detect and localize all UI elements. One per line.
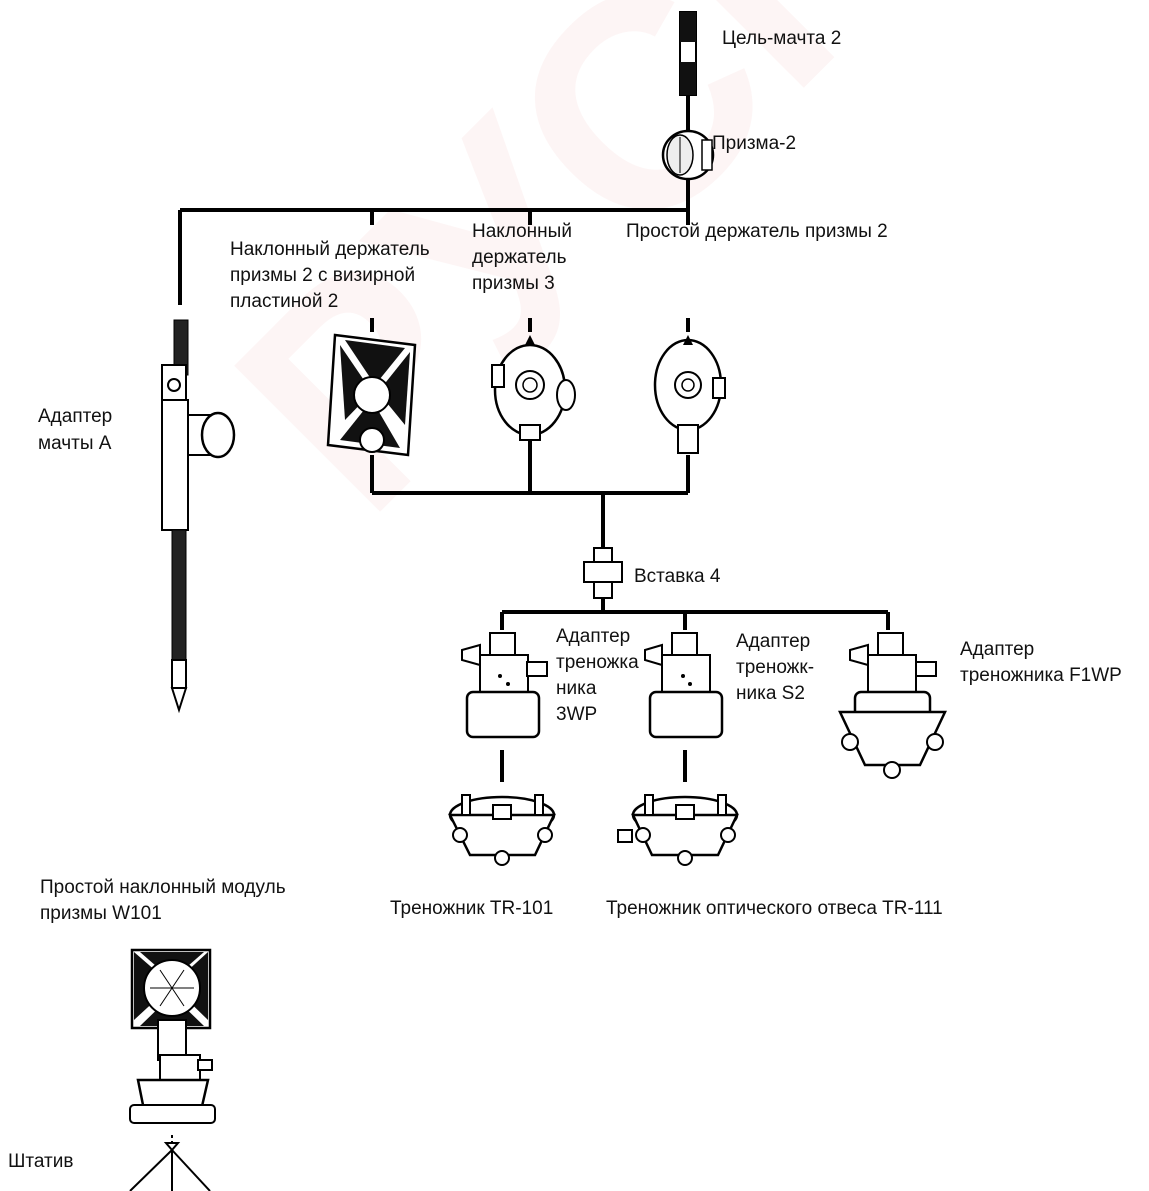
label-adapter-f1wp-line2: треножника F1WP bbox=[960, 665, 1122, 686]
tribrach-adapter-3wp-icon bbox=[461, 632, 548, 739]
label-tilt-holder3-line2: держатель bbox=[472, 247, 567, 268]
label-adapter-s2-line1: Адаптер bbox=[736, 631, 811, 652]
label-tilt-holder3-line3: призмы 3 bbox=[472, 273, 555, 294]
label-adapter-3wp-line2: треножка bbox=[556, 652, 639, 673]
label-pole-adapter-line2: мачты А bbox=[38, 433, 112, 454]
label-adapter-3wp-line3: ника bbox=[556, 678, 597, 699]
label-insert: Вставка 4 bbox=[634, 566, 721, 587]
tripod-icon bbox=[129, 1135, 211, 1191]
insert-icon bbox=[583, 547, 623, 599]
tilt-module-w101-icon bbox=[129, 948, 216, 1124]
tribrach-tr101-icon bbox=[447, 794, 556, 866]
tilt-holder-target-plate-icon bbox=[326, 333, 417, 457]
label-tilt-module-line1: Простой наклонный модуль bbox=[40, 877, 286, 898]
label-simple-holder: Простой держатель призмы 2 bbox=[626, 221, 888, 242]
label-adapter-s2-line3: ника S2 bbox=[736, 683, 805, 704]
simple-holder-icon bbox=[653, 335, 726, 454]
prism-icon bbox=[661, 129, 715, 181]
label-adapter-f1wp-line1: Адаптер bbox=[960, 639, 1035, 660]
label-adapter-s2-line2: треножк- bbox=[736, 657, 815, 678]
label-tilt-holder-line1: Наклонный держатель bbox=[230, 239, 430, 260]
label-prism: Призма-2 bbox=[712, 133, 797, 154]
tribrach-tr111-icon bbox=[617, 794, 739, 866]
label-tripod: Штатив bbox=[8, 1151, 74, 1172]
label-adapter-3wp-line4: 3WP bbox=[556, 704, 598, 725]
label-target-pole: Цель-мачта 2 bbox=[722, 28, 842, 49]
label-tilt-holder3-line1: Наклонный bbox=[472, 221, 572, 242]
tribrach-adapter-s2-icon bbox=[644, 632, 724, 739]
tilt-holder-3-icon bbox=[491, 335, 576, 441]
connector-lines bbox=[178, 95, 890, 782]
label-tilt-holder-line3: пластиной 2 bbox=[230, 291, 339, 312]
label-tilt-holder-line2: призмы 2 с визирной bbox=[230, 265, 416, 286]
label-pole-adapter-line1: Адаптер bbox=[38, 406, 113, 427]
label-tribrach-tr101: Треножник TR-101 bbox=[390, 898, 554, 919]
label-adapter-3wp-line1: Адаптер bbox=[556, 626, 631, 647]
label-tilt-module-line2: призмы W101 bbox=[40, 903, 162, 924]
pole-adapter-icon bbox=[161, 319, 236, 714]
label-tribrach-tr111: Треножник оптического отвеса TR-111 bbox=[606, 898, 943, 919]
target-pole-icon bbox=[679, 11, 697, 96]
tribrach-adapter-f1wp-icon bbox=[838, 632, 947, 779]
